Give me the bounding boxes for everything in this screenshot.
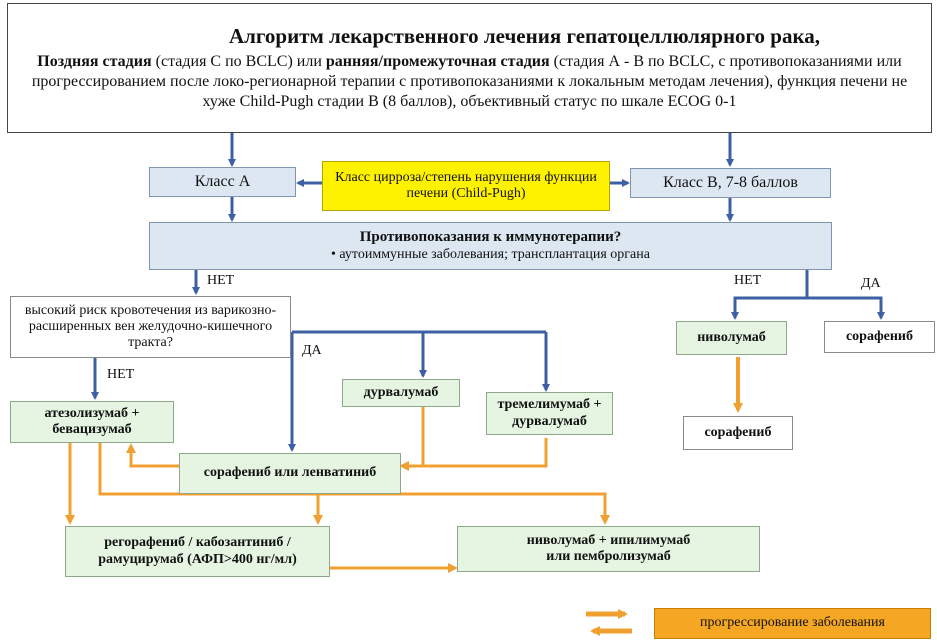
nivolumab-ipilimumab-box: ниволумаб + ипилимумаб или пембролизумаб — [457, 526, 760, 572]
durvalumab-label: дурвалумаб — [363, 384, 439, 400]
atezolizumab-bevacizumab-label: атезолизумаб + бевацизумаб — [44, 405, 140, 437]
label-yes-contra-right: ДА — [861, 276, 881, 291]
legend-label: прогрессирование заболевания — [699, 615, 885, 631]
contraindications-text: • аутоиммунные заболевания; трансплантац… — [331, 246, 650, 262]
arrow-contra-to-nivo — [731, 269, 809, 320]
tremelimumab-durvalumab-label: тремелимумаб + дурвалумаб — [497, 397, 602, 429]
class-a-label: Класс А — [194, 172, 251, 190]
sorafenib-yes-label: сорафениб — [845, 328, 914, 344]
contraindications-box: Противопоказания к иммунотерапии? • ауто… — [149, 222, 832, 270]
late-stage-label: Поздняя стадия — [37, 53, 152, 71]
label-no-bleeding: НЕТ — [107, 367, 135, 382]
nivolumab-label: ниволумаб — [697, 329, 766, 345]
class-b-label: Класс В, 7-8 баллов — [663, 173, 798, 191]
durvalumab-box: дурвалумаб — [342, 379, 460, 407]
sorafenib-after-nivolumab-box: сорафениб — [683, 416, 793, 450]
early-stage-label: ранняя/промежуточная стадия — [325, 53, 550, 71]
label-yes-bleeding: ДА — [302, 343, 322, 358]
nivolumab-box: ниволумаб — [676, 321, 787, 355]
sorafenib-yes-box: сорафениб — [824, 321, 935, 353]
page-title: Алгоритм лекарственного лечения гепатоце… — [228, 23, 821, 48]
regorafenib-box: регорафениб / кабозантиниб / рамуцирумаб… — [65, 526, 330, 577]
progression-sora-to-atezo — [126, 443, 180, 468]
header-description: Поздняя стадия (стадия С по BCLC) или ра… — [22, 52, 917, 112]
sorafenib-lenvatinib-label: сорафениб или ленватиниб — [203, 465, 377, 481]
atezolizumab-bevacizumab-box: атезолизумаб + бевацизумаб — [10, 401, 174, 443]
nivolumab-ipilimumab-label: ниволумаб + ипилимумаб или пембролизумаб — [526, 532, 691, 564]
arrow-contra-to-sorafenib — [807, 296, 885, 320]
sorafenib-lenvatinib-box: сорафениб или ленватиниб — [179, 453, 401, 494]
legend-box: прогрессирование заболевания — [654, 608, 931, 639]
early-stage-text: (стадия А - В по BCLC, с противопоказани… — [31, 53, 908, 111]
tremelimumab-durvalumab-box: тремелимумаб + дурвалумаб — [486, 392, 613, 435]
contraindications-title: Противопоказания к иммунотерапии? — [359, 229, 622, 246]
label-no-contra-right: НЕТ — [734, 273, 762, 288]
child-pugh-label: Класс цирроза/степень нарушения функции … — [335, 169, 597, 201]
label-no-contra-left: НЕТ — [207, 273, 235, 288]
class-b-box: Класс В, 7-8 баллов — [630, 168, 831, 198]
regorafenib-label: регорафениб / кабозантиниб / рамуцирумаб… — [98, 535, 297, 567]
bleeding-risk-label: высокий риск кровотечения из варикозно-р… — [24, 302, 277, 351]
class-a-box: Класс А — [149, 167, 296, 197]
bleeding-risk-box: высокий риск кровотечения из варикозно-р… — [10, 296, 291, 358]
sorafenib-after-nivolumab-label: сорафениб — [704, 424, 772, 440]
late-stage-text: (стадия С по BCLC) или — [151, 53, 326, 71]
header-box: Алгоритм лекарственного лечения гепатоце… — [7, 3, 932, 133]
progression-atezo-to-nivoipi — [98, 442, 610, 525]
progression-durva-to-sora — [421, 406, 548, 468]
child-pugh-box: Класс цирроза/степень нарушения функции … — [322, 161, 610, 211]
